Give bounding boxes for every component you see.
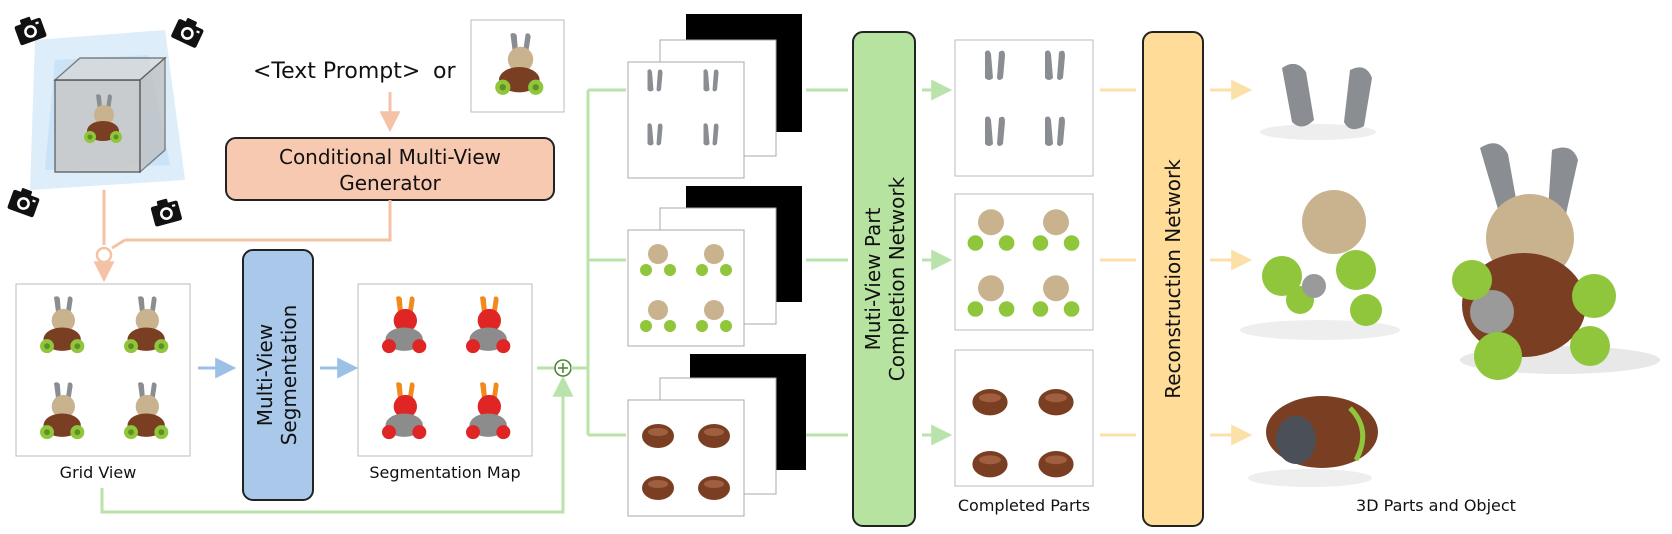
camera-icon bbox=[6, 185, 42, 218]
generator-label-line2: Generator bbox=[339, 171, 441, 195]
completed-parts-label: Completed Parts bbox=[958, 496, 1090, 515]
part-stack-head-wheels bbox=[627, 186, 802, 347]
arrows-from-completion bbox=[922, 79, 953, 446]
switch-node bbox=[95, 246, 113, 264]
part-stack-ears bbox=[627, 14, 802, 179]
cube bbox=[53, 56, 167, 174]
segmentation-map-panel bbox=[357, 283, 533, 457]
completion-label-line2: Completion Network bbox=[885, 176, 909, 381]
generator-label-line1: Conditional Multi-View bbox=[279, 145, 501, 169]
completed-part-ears bbox=[954, 39, 1094, 177]
camera-icon bbox=[149, 196, 183, 227]
part-completion-network-box: Muti-View Part Completion Network bbox=[852, 31, 916, 527]
green-connectors bbox=[100, 88, 626, 514]
completed-part-head-wheels bbox=[954, 193, 1094, 331]
3d-assembled-object bbox=[1452, 143, 1660, 380]
conditional-generator-box: Conditional Multi-View Generator bbox=[225, 137, 555, 201]
orange-connectors bbox=[93, 190, 392, 283]
multi-view-segmentation-box: Multi-View Segmentation bbox=[242, 249, 314, 501]
arrows-to-reconstruction bbox=[1100, 88, 1136, 437]
segmentation-label-line1: Multi-View bbox=[253, 324, 277, 426]
3d-body bbox=[1248, 396, 1378, 487]
segmentation-map-label: Segmentation Map bbox=[369, 463, 520, 482]
or-label: or bbox=[433, 59, 456, 84]
3d-parts-object-label: 3D Parts and Object bbox=[1356, 496, 1516, 515]
part-stack-body bbox=[627, 354, 806, 517]
reference-image bbox=[470, 19, 565, 113]
reconstruction-label: Reconstruction Network bbox=[1161, 159, 1185, 399]
text-prompt-label: <Text Prompt> bbox=[253, 59, 420, 84]
camera-icon bbox=[170, 14, 206, 49]
completed-part-body bbox=[954, 349, 1094, 487]
camera-setup bbox=[6, 13, 206, 227]
arrows-to-completion bbox=[806, 88, 848, 437]
segmentation-label-line2: Segmentation bbox=[277, 305, 301, 446]
grid-view-label: Grid View bbox=[60, 463, 137, 482]
reconstruction-network-box: Reconstruction Network bbox=[1142, 31, 1204, 527]
3d-ears bbox=[1260, 63, 1376, 140]
3d-head-wheels bbox=[1240, 190, 1400, 340]
arrows-from-reconstruction bbox=[1210, 79, 1253, 446]
grid-view-panel bbox=[15, 283, 191, 457]
completion-label-line1: Muti-View Part bbox=[861, 208, 885, 351]
